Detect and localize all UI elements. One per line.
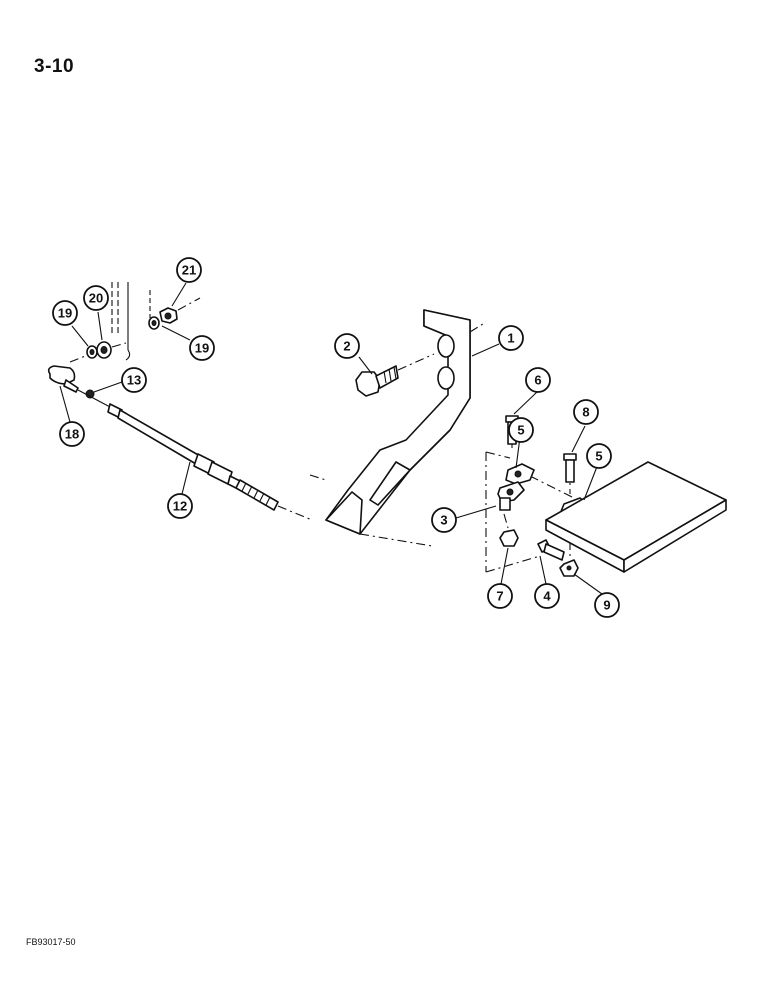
callout-label: 7 bbox=[496, 589, 503, 604]
callout-label: 5 bbox=[595, 449, 602, 464]
bolt-4 bbox=[537, 539, 565, 561]
callout-label: 9 bbox=[603, 598, 610, 613]
callout-20: 20 bbox=[83, 285, 109, 311]
callout-label: 2 bbox=[343, 339, 350, 354]
callout-label: 20 bbox=[89, 291, 103, 306]
mounting-plate bbox=[545, 461, 727, 573]
bracket-1 bbox=[325, 309, 471, 535]
callout-13: 13 bbox=[121, 367, 147, 393]
page-number: 3-10 bbox=[34, 56, 75, 77]
callout-label: 4 bbox=[543, 589, 551, 604]
cable-clamp-3 bbox=[497, 481, 525, 511]
callout-label: 21 bbox=[182, 263, 196, 278]
callout-label: 3 bbox=[440, 513, 447, 528]
cable-clamp-5-upper bbox=[505, 463, 535, 485]
callout-18: 18 bbox=[59, 421, 85, 447]
callout-5-lower: 5 bbox=[586, 443, 612, 469]
callout-label: 5 bbox=[517, 423, 524, 438]
washer-19-left bbox=[86, 345, 98, 359]
callout-label: 12 bbox=[173, 499, 187, 514]
bolt-8 bbox=[563, 453, 577, 483]
callout-5-upper: 5 bbox=[508, 417, 534, 443]
callout-21: 21 bbox=[176, 257, 202, 283]
callout-label: 19 bbox=[58, 306, 72, 321]
control-cable-12 bbox=[77, 389, 279, 511]
callout-6: 6 bbox=[525, 367, 551, 393]
rod-end-18 bbox=[47, 365, 79, 393]
callout-label: 19 bbox=[195, 341, 209, 356]
callout-12: 12 bbox=[167, 493, 193, 519]
callout-label: 6 bbox=[534, 373, 541, 388]
nut-7 bbox=[499, 529, 519, 547]
callout-3: 3 bbox=[431, 507, 457, 533]
callout-2: 2 bbox=[334, 333, 360, 359]
callout-19-right: 19 bbox=[189, 335, 215, 361]
nut-9 bbox=[559, 559, 579, 577]
callout-4: 4 bbox=[534, 583, 560, 609]
callout-1: 1 bbox=[498, 325, 524, 351]
callout-label: 1 bbox=[507, 331, 514, 346]
document-code: FB93017-50 bbox=[26, 937, 76, 947]
nut-21 bbox=[159, 307, 178, 324]
bushing-20 bbox=[96, 341, 112, 359]
washer-19-right bbox=[148, 316, 160, 330]
callout-8: 8 bbox=[573, 399, 599, 425]
bolt-2 bbox=[355, 365, 399, 397]
frame-mount-outline bbox=[111, 282, 151, 361]
callout-7: 7 bbox=[487, 583, 513, 609]
callout-19-left: 19 bbox=[52, 300, 78, 326]
callout-label: 18 bbox=[65, 427, 79, 442]
callout-9: 9 bbox=[594, 592, 620, 618]
callout-label: 13 bbox=[127, 373, 141, 388]
callout-label: 8 bbox=[582, 405, 589, 420]
